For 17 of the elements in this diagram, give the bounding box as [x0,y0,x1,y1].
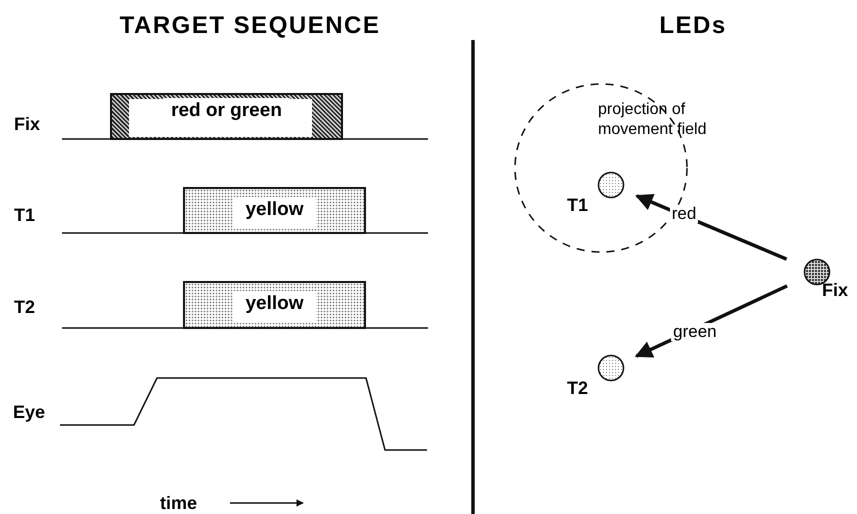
field-label: projection of movement field [598,100,708,140]
panel-title: LEDs [659,14,727,38]
led-label: T2 [567,379,588,397]
pulse-bar [110,93,343,140]
led-label: T1 [567,196,588,214]
pulse-label: yellow [233,291,316,323]
pulse-bar [183,281,366,329]
signal-label: Fix [14,115,40,133]
axis-label: time [160,494,198,512]
signal-label: T1 [14,206,36,224]
signal-label: T2 [14,298,36,316]
led-label: Fix [822,281,848,299]
panel-title: TARGET SEQUENCE [120,14,380,38]
edge-label: red [670,204,698,223]
pulse-label: yellow [233,197,316,229]
signal-label: Eye [13,403,46,421]
pulse-bar [183,187,366,234]
